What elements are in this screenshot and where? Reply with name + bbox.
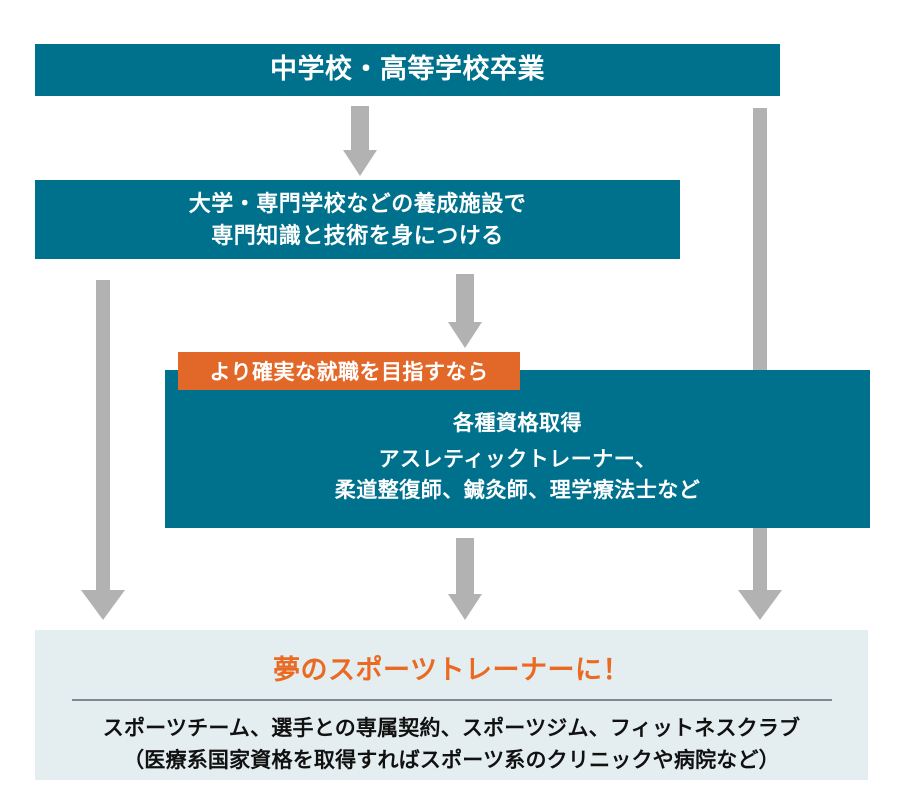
- education-box-line-2: 専門知識と技術を身につける: [211, 222, 504, 248]
- outcome-line-2: （医療系国家資格を取得すればスポーツ系のクリニックや病院など）: [123, 748, 780, 772]
- arrow-shaft: [456, 274, 474, 322]
- qualification-box-line-2: アスレティックトレーナー、: [378, 448, 657, 472]
- arrow-shaft: [351, 106, 369, 150]
- arrow-header-to-education: [334, 106, 386, 176]
- education-box-line-1: 大学・専門学校などの養成施設で: [188, 190, 527, 216]
- outcome-divider: [71, 699, 832, 701]
- qualification-badge: より確実な就職を目指すなら: [178, 352, 520, 390]
- arrow-shaft: [456, 538, 474, 594]
- arrow-head: [448, 594, 482, 620]
- qualification-badge-label: より確実な就職を目指すなら: [209, 361, 489, 384]
- education-box: 大学・専門学校などの養成施設で 専門知識と技術を身につける: [35, 180, 680, 259]
- arrow-head: [81, 590, 125, 620]
- arrow-education-to-outcome-left: [76, 280, 130, 620]
- arrow-head: [448, 322, 482, 348]
- arrow-qualification-to-outcome: [439, 538, 491, 620]
- qualification-box-line-1: 各種資格取得: [453, 411, 582, 435]
- qualification-box-line-3: 柔道整復師、鍼灸師、理学療法士など: [334, 478, 701, 502]
- arrow-head: [343, 150, 377, 176]
- arrow-header-to-outcome-right: [733, 108, 787, 620]
- arrow-head: [738, 590, 782, 620]
- title-box-label: 中学校・高等学校卒業: [270, 54, 545, 85]
- qualification-box: 各種資格取得 アスレティックトレーナー、 柔道整復師、鍼灸師、理学療法士など: [165, 370, 870, 528]
- outcome-panel: 夢のスポーツトレーナーに！ スポーツチーム、選手との専属契約、スポーツジム、フィ…: [35, 630, 868, 780]
- outcome-heading: 夢のスポーツトレーナーに！: [273, 655, 630, 685]
- arrow-education-to-qualification: [439, 274, 491, 348]
- outcome-line-1: スポーツチーム、選手との専属契約、スポーツジム、フィットネスクラブ: [102, 717, 801, 740]
- title-box: 中学校・高等学校卒業: [35, 44, 780, 96]
- arrow-shaft: [96, 280, 110, 590]
